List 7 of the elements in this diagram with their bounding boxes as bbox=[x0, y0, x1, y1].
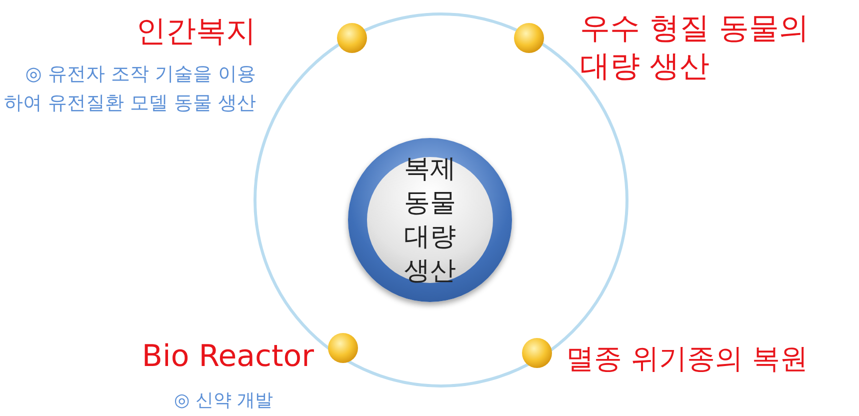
center-title: 복제 동물 대량 생산 bbox=[403, 153, 457, 288]
description-text: ◎ 유전자 조작 기술을 이용 하여 유전질환 모델 동물 생산 bbox=[2, 62, 257, 116]
description-text: ◎ 신약 개발 bbox=[173, 390, 274, 412]
heading-text: 인간복지 bbox=[135, 13, 257, 51]
heading-text: 멸종 위기종의 복원 bbox=[566, 341, 809, 377]
heading-text: Bio Reactor bbox=[140, 338, 315, 376]
heading-text: 우수 형질 동물의 대량 생산 bbox=[580, 10, 810, 86]
